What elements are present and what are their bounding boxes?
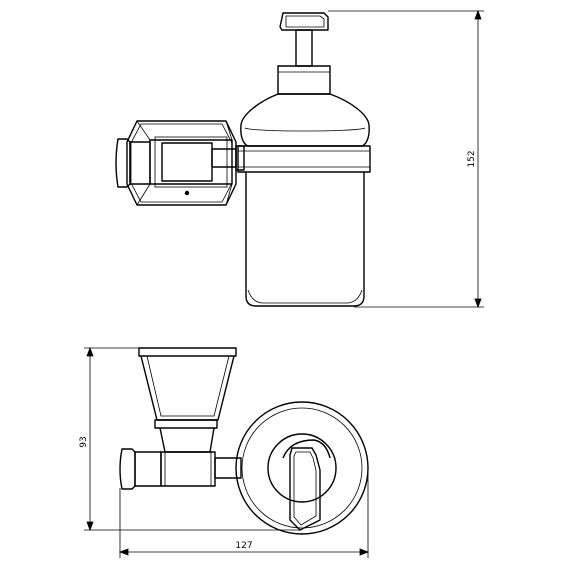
front-view: 152 <box>115 9 484 309</box>
dimension-label-127: 127 <box>235 541 252 551</box>
dimension-label-152: 152 <box>467 150 477 167</box>
holder-ring-top <box>235 401 369 535</box>
dimension-label-93: 93 <box>79 436 89 447</box>
wall-mount-side <box>119 347 242 490</box>
height-dimension-top: 152 <box>328 9 484 309</box>
height-dimension-bottom: 93 <box>79 346 300 532</box>
plan-view: 93 127 <box>79 346 370 558</box>
wall-mount-front <box>115 120 245 206</box>
soap-bottle <box>237 12 371 307</box>
width-dimension-bottom: 127 <box>118 470 370 558</box>
